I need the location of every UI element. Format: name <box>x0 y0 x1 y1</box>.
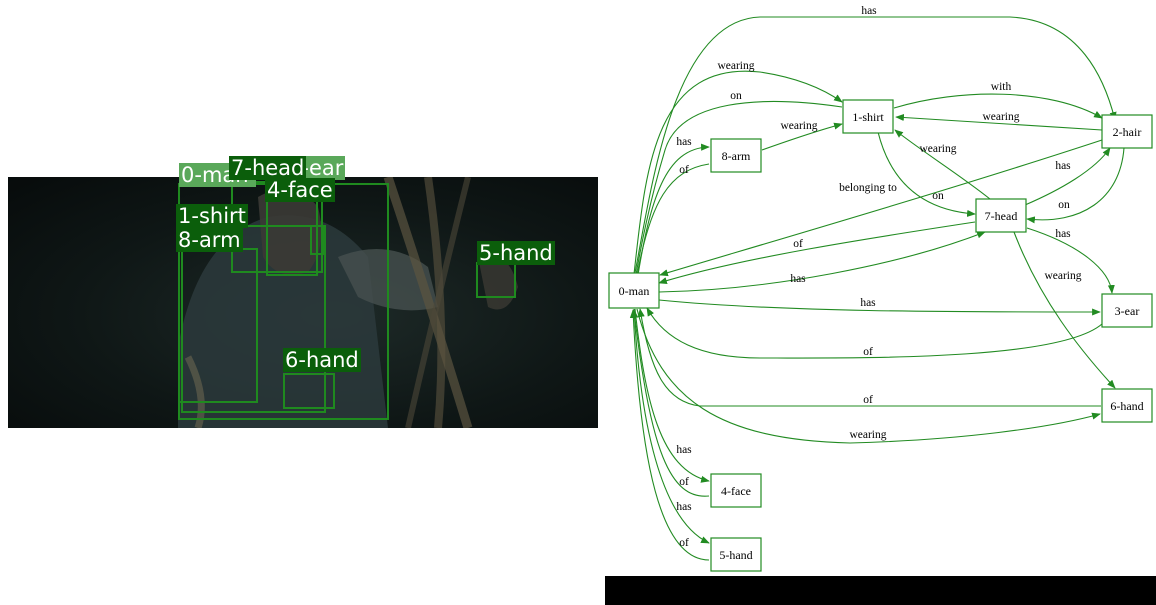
edge-label: belonging to <box>839 182 897 194</box>
node-label: 7-head <box>985 209 1018 223</box>
edge-man-has-ear <box>658 299 1101 316</box>
edge-arm-of-man <box>633 163 710 282</box>
node-label: 3-ear <box>1115 304 1140 318</box>
edge-label: wearing <box>849 429 886 441</box>
edge-head-of-man <box>658 221 976 285</box>
bbox-6-hand <box>283 373 335 409</box>
edge-label: of <box>863 346 873 358</box>
edge-label: wearing <box>982 111 1019 123</box>
node-label: 8-arm <box>722 149 751 163</box>
graph-nodes: 0-man 1-shirt 2-hair 3-ear 4-face 5-hand… <box>608 99 1153 572</box>
edge-label: of <box>679 476 689 488</box>
edge-man-has-face <box>634 308 710 483</box>
edge-label: has <box>676 501 692 513</box>
edge-hand5-of-man <box>629 309 710 561</box>
node-label: 5-hand <box>719 548 752 562</box>
edge-label: has <box>676 136 692 148</box>
edge-head-has-ear <box>1026 227 1115 294</box>
edge-man-has-hand5 <box>633 308 710 544</box>
edge-man-has-hair <box>632 16 1117 284</box>
edge-label: on <box>730 90 742 102</box>
edge-head-has-hair <box>1024 147 1111 206</box>
edge-label: on <box>932 190 944 202</box>
node-8-arm: 8-arm <box>710 138 762 173</box>
edge-shirt-with-hair <box>893 93 1103 119</box>
edge-label: of <box>679 537 689 549</box>
bbox-4-face <box>266 198 318 276</box>
node-label: 6-hand <box>1110 399 1143 413</box>
edge-ear-of-man <box>646 307 1103 359</box>
edge-label: of <box>679 164 689 176</box>
scene-photo <box>8 177 598 428</box>
node-5-hand: 5-hand <box>710 537 762 572</box>
edge-label: wearing <box>1044 270 1081 282</box>
edge-shirt-on-head <box>877 131 976 217</box>
node-0-man: 0-man <box>608 272 660 309</box>
det-label-5-hand: 5-hand <box>477 241 555 265</box>
edge-arm-wearing-shirt <box>761 122 843 151</box>
bbox-5-hand <box>476 262 516 298</box>
node-2-hair: 2-hair <box>1101 114 1153 149</box>
edge-label: has <box>861 5 877 17</box>
edge-label: has <box>860 297 876 309</box>
node-label: 2-hair <box>1113 125 1142 139</box>
det-label-7-head: 7-head <box>229 156 307 180</box>
edge-label: of <box>793 238 803 250</box>
node-label: 1-shirt <box>852 110 884 124</box>
edge-man-wearing-hand6 <box>636 308 1101 444</box>
node-4-face: 4-face <box>710 473 762 508</box>
node-3-ear: 3-ear <box>1101 293 1153 328</box>
node-7-head: 7-head <box>975 198 1027 233</box>
det-label-4-face: 4-face <box>265 178 335 202</box>
edge-label: wearing <box>919 143 956 155</box>
scene-illustration <box>178 177 518 428</box>
edge-label: wearing <box>780 120 817 132</box>
edge-hair-belonging-to-man <box>659 139 1103 277</box>
node-label: 4-face <box>721 484 751 498</box>
bottom-black-bar <box>605 576 1156 605</box>
graph-edge-labels: has wearing on with wearing has of weari… <box>676 5 1081 549</box>
node-6-hand: 6-hand <box>1101 388 1153 423</box>
scene-graph: has wearing on with wearing has of weari… <box>608 5 1153 572</box>
edge-shirt-on-man <box>632 101 843 282</box>
node-label: 0-man <box>619 284 650 298</box>
edge-hair-wearing-shirt <box>895 113 1103 131</box>
edge-label: has <box>1055 228 1071 240</box>
det-label-1-shirt: 1-shirt <box>176 204 248 228</box>
edge-label: of <box>863 394 873 406</box>
edge-label: has <box>790 273 806 285</box>
edge-label: has <box>1055 160 1071 172</box>
edge-label: wearing <box>717 60 754 72</box>
edge-label: on <box>1058 199 1070 211</box>
det-label-6-hand: 6-hand <box>283 348 361 372</box>
edge-head-wearing-shirt <box>894 129 991 200</box>
edge-label: with <box>991 81 1012 93</box>
graph-edges <box>629 16 1125 561</box>
edge-head-wearing-hand <box>1013 231 1116 389</box>
edge-man-has-head <box>658 231 986 293</box>
edge-face-of-man <box>631 309 710 497</box>
bbox-1-shirt <box>181 225 326 413</box>
det-label-8-arm: 8-arm <box>176 228 243 252</box>
edge-man-wearing-shirt <box>632 70 843 284</box>
node-1-shirt: 1-shirt <box>842 99 894 134</box>
edge-hand6-of-man <box>637 308 1101 407</box>
edge-hair-on-head <box>1026 147 1125 224</box>
edge-label: has <box>676 444 692 456</box>
